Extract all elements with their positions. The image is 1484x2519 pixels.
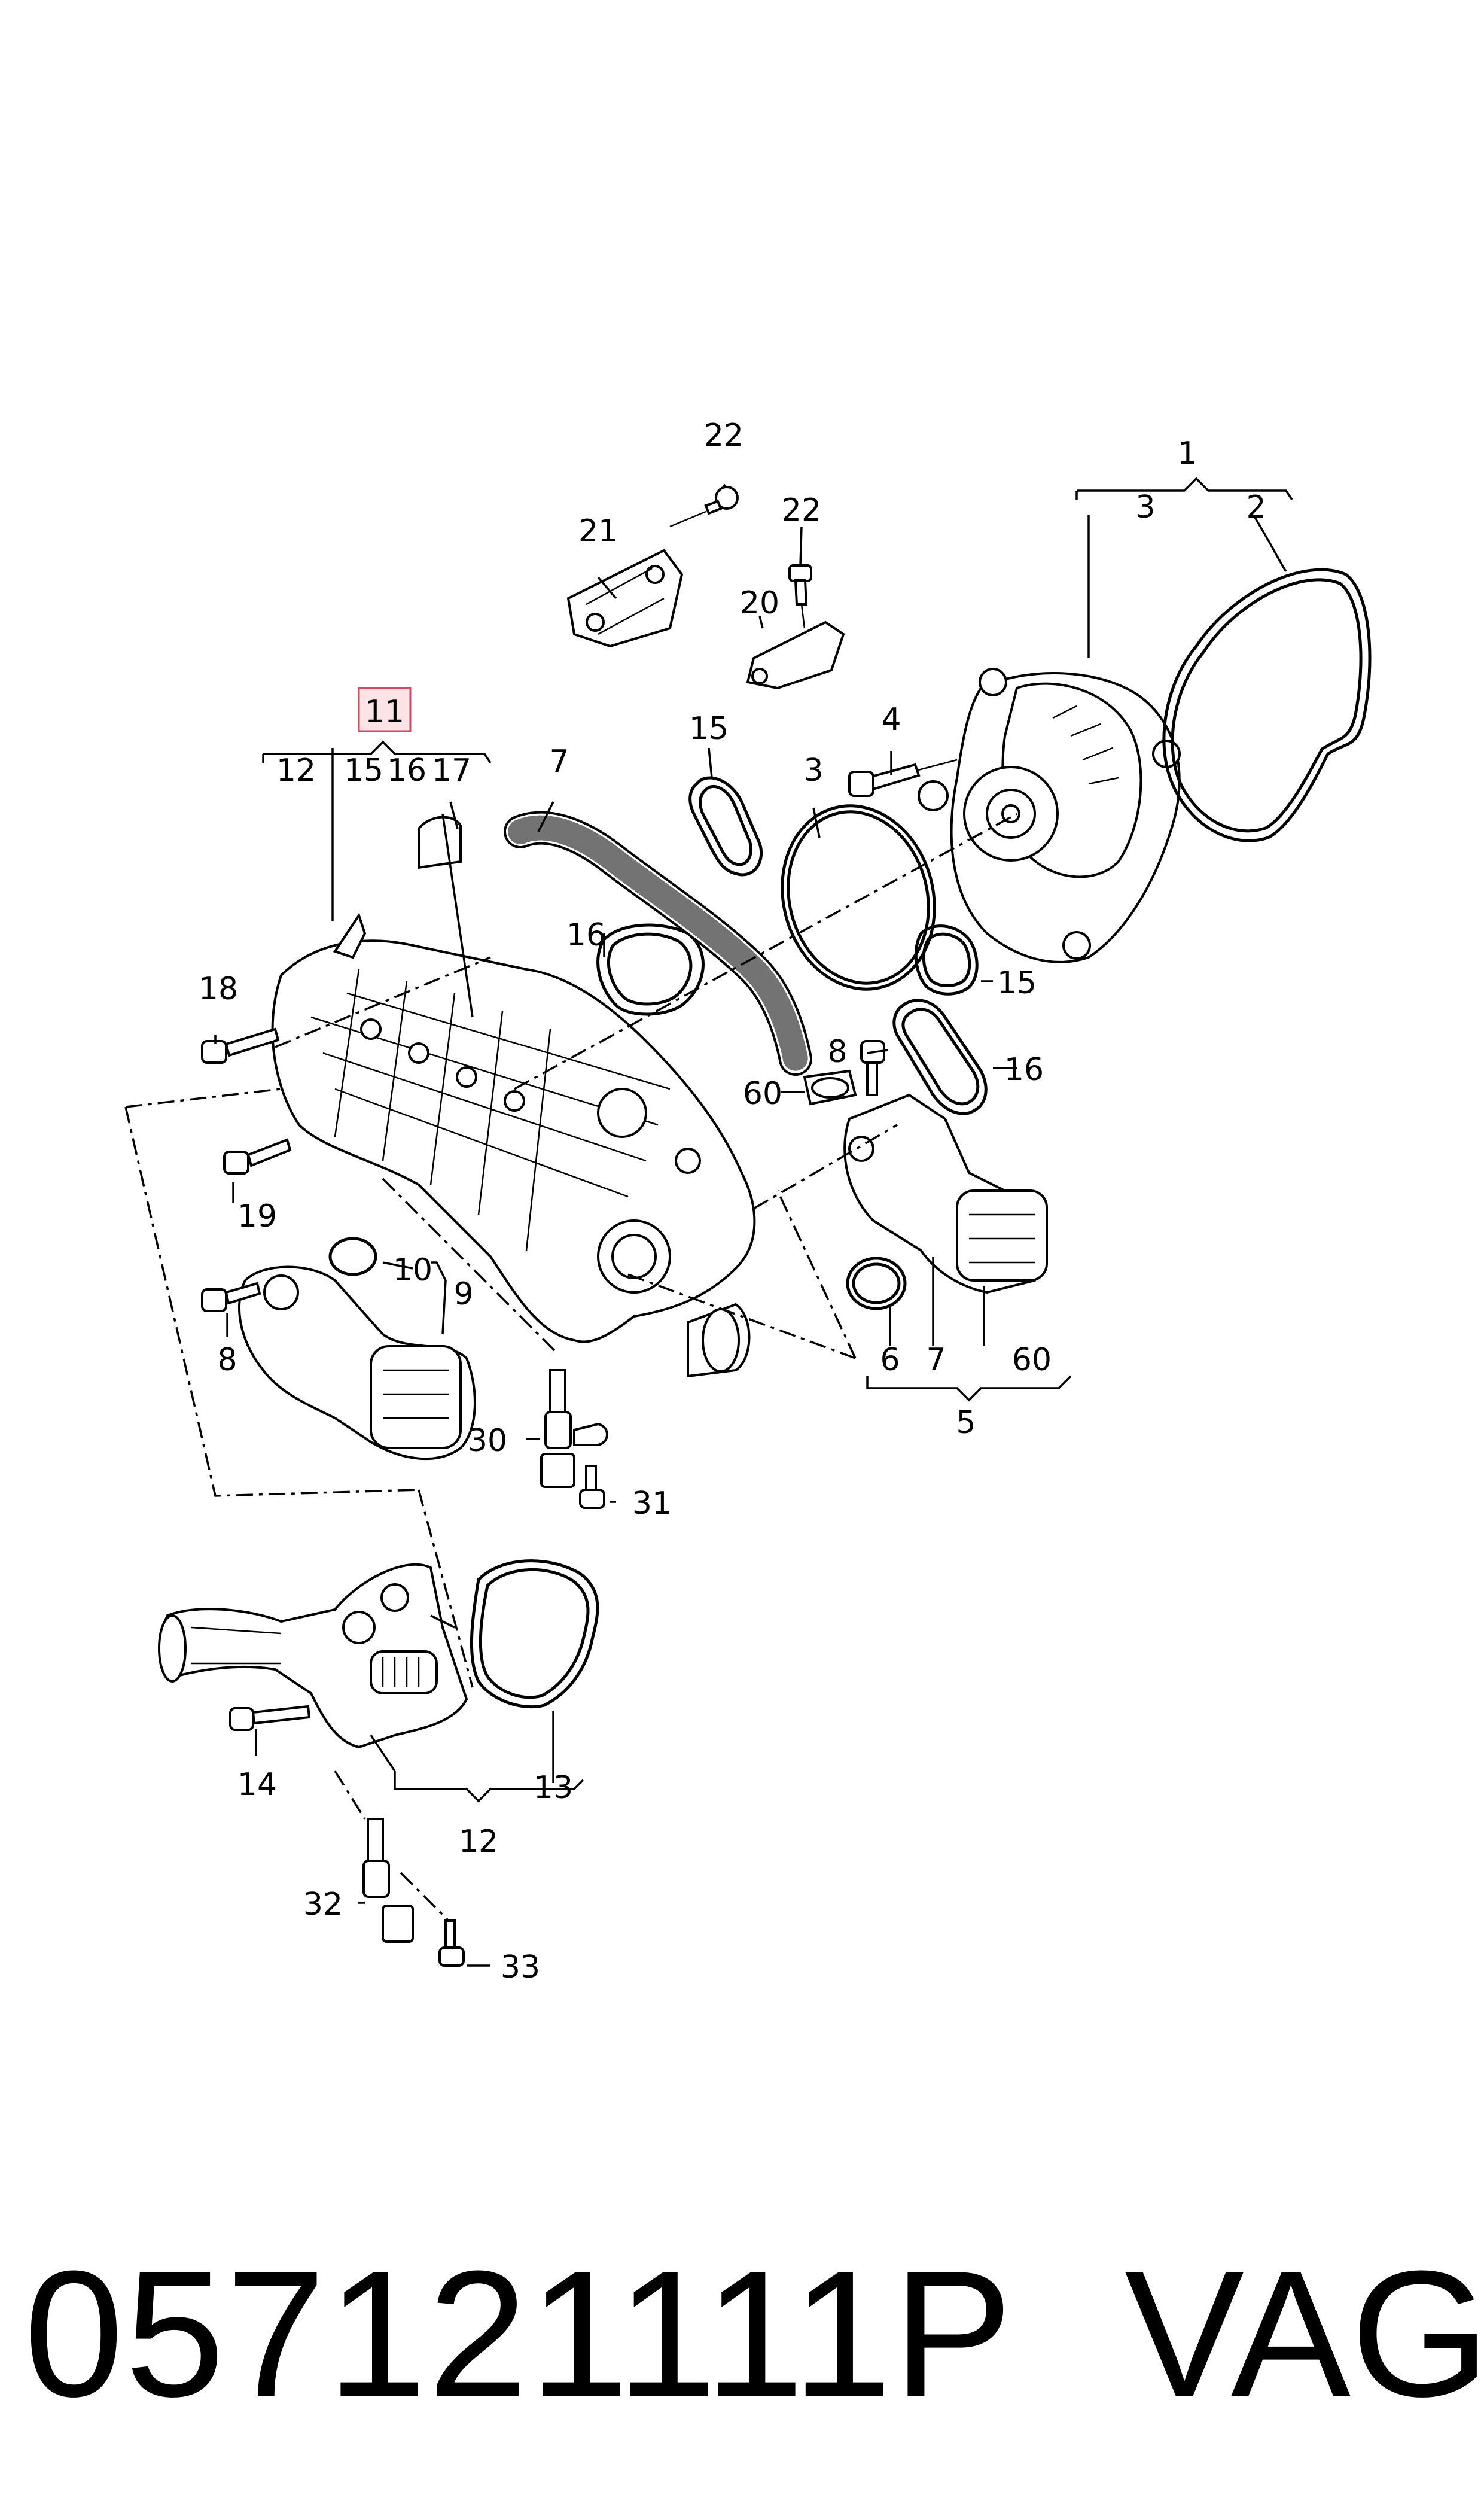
thermostat-5 (843, 1093, 1048, 1294)
bolt-4 (848, 759, 958, 797)
bolt-19 (223, 1138, 292, 1175)
callout-2: 2 (1246, 489, 1266, 525)
callout-9: 9 (453, 1276, 473, 1312)
coolant-hose-7 (504, 811, 812, 1076)
callout-22: 22 (704, 418, 743, 454)
sensor-30 (540, 1369, 608, 1488)
callout-8: 8 (827, 1034, 847, 1070)
part-number: 057121111P (24, 2233, 1014, 2434)
callout-1: 1 (1177, 436, 1197, 471)
callout-3: 3 (1135, 489, 1155, 525)
callout-4: 4 (881, 702, 901, 738)
callout-15: 15 (997, 965, 1037, 1001)
bolt-33 (438, 1919, 465, 1967)
callout-7: 7 (926, 1342, 946, 1378)
callout-19: 19 (237, 1198, 277, 1234)
seal-60 (803, 1069, 857, 1106)
callout-7: 7 (549, 744, 569, 780)
callout-10: 10 (393, 1252, 432, 1288)
bracket-20 (746, 620, 845, 690)
callout-31: 31 (632, 1486, 672, 1522)
bolt-18 (201, 1027, 280, 1064)
bolt-8b (860, 1040, 885, 1096)
caption-bar: 057121111P VAG (0, 2226, 1484, 2441)
callout-33: 33 (501, 1949, 540, 1985)
highlighted-callout-11[interactable]: 11 (358, 687, 412, 732)
brand-name: VAG (1125, 2233, 1484, 2434)
callout-15: 15 (689, 711, 729, 747)
callout-11: 11 (365, 694, 404, 730)
callout-15: 15 (344, 753, 383, 789)
callout-18: 18 (199, 971, 238, 1007)
callout-20: 20 (740, 585, 779, 621)
callout-16: 16 (566, 917, 606, 953)
callout-3: 3 (803, 753, 823, 789)
callout-14: 14 (237, 1767, 277, 1803)
callout-5: 5 (956, 1405, 976, 1441)
bolt-14 (229, 1705, 311, 1731)
valve-9 (238, 1265, 476, 1461)
water-pump (918, 668, 1181, 963)
callout-21: 21 (578, 513, 618, 549)
callout-12: 12 (276, 753, 316, 789)
callout-12: 12 (459, 1824, 498, 1860)
sensor-32 (362, 1818, 414, 1943)
bracket-21 (566, 549, 684, 648)
bolt-22b (788, 564, 812, 629)
callout-16: 16 (1004, 1052, 1044, 1088)
lower-housing-12 (158, 1563, 468, 1749)
callout-60: 60 (743, 1076, 782, 1112)
callout-60: 60 (1012, 1342, 1052, 1378)
callout-8: 8 (217, 1342, 237, 1378)
callout-32: 32 (303, 1887, 343, 1922)
bolt-22a (669, 486, 739, 528)
coolant-pump-housing (271, 912, 756, 1378)
callout-6: 6 (880, 1342, 900, 1378)
bolt-31 (579, 1465, 605, 1509)
bolt-8a (201, 1282, 261, 1312)
callout-30: 30 (468, 1423, 507, 1459)
callout-17: 17 (432, 753, 471, 789)
exploded-parts-diagram: 1 3 2 22 22 21 20 4 15 3 7 11 12 15 16 1… (124, 418, 1372, 1985)
callout-22: 22 (782, 492, 821, 528)
pump-gasket (1162, 568, 1372, 842)
callout-13: 13 (534, 1770, 573, 1806)
callout-16: 16 (387, 753, 426, 789)
